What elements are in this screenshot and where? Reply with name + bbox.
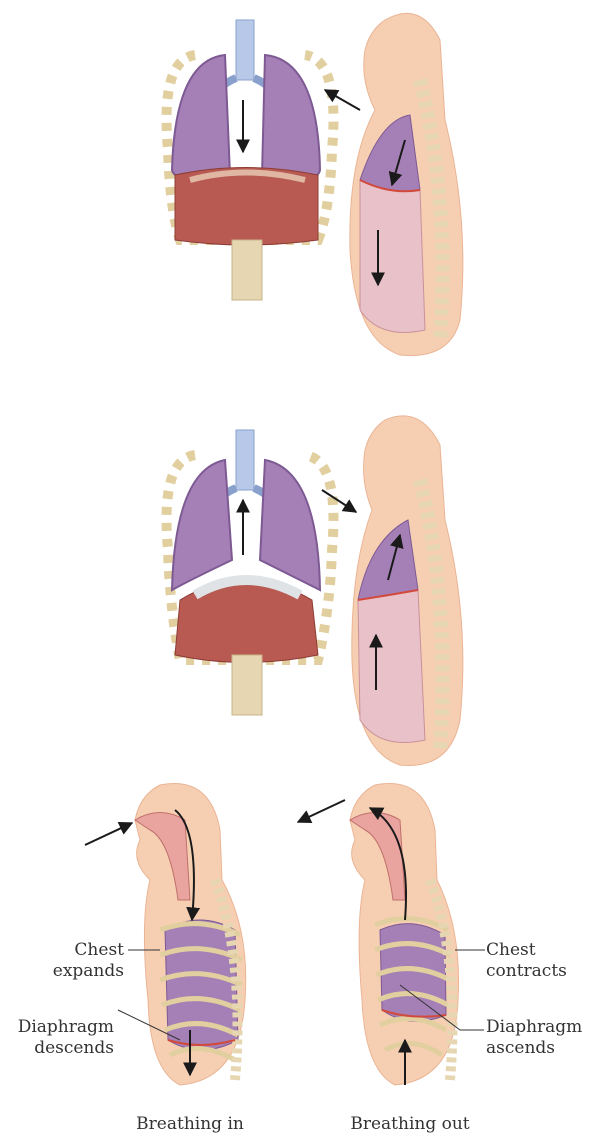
- profile-breathing-out-illustration: [350, 783, 459, 1085]
- arrow-breath-out: [298, 800, 345, 822]
- chest-expands-label: Chest expands: [20, 940, 124, 982]
- breathing-in-caption: Breathing in: [110, 1114, 270, 1135]
- arrow-breath-in: [85, 823, 132, 845]
- diaphragm-descends-line2: descends: [0, 1038, 114, 1059]
- chest-contracts-line2: contracts: [486, 961, 596, 982]
- side-body-inhale-illustration: [350, 13, 463, 355]
- torso-exhale-illustration: [167, 430, 334, 715]
- diaphragm-descends-label: Diaphragm descends: [0, 1017, 114, 1059]
- torso-inhale-illustration: [167, 20, 334, 300]
- chest-contracts-line1: Chest: [486, 940, 596, 961]
- diaphragm-ascends-label: Diaphragm ascends: [486, 1017, 596, 1059]
- diaphragm-descends-line1: Diaphragm: [0, 1017, 114, 1038]
- chest-expands-line2: expands: [20, 961, 124, 982]
- breathing-out-caption: Breathing out: [320, 1114, 500, 1135]
- diaphragm-ascends-line2: ascends: [486, 1038, 596, 1059]
- profile-breathing-in-illustration: [135, 783, 246, 1085]
- chest-expands-line1: Chest: [20, 940, 124, 961]
- arrow-to-side-exhale: [322, 490, 356, 512]
- diaphragm-ascends-line1: Diaphragm: [486, 1017, 596, 1038]
- chest-contracts-label: Chest contracts: [486, 940, 596, 982]
- side-body-exhale-illustration: [352, 416, 463, 766]
